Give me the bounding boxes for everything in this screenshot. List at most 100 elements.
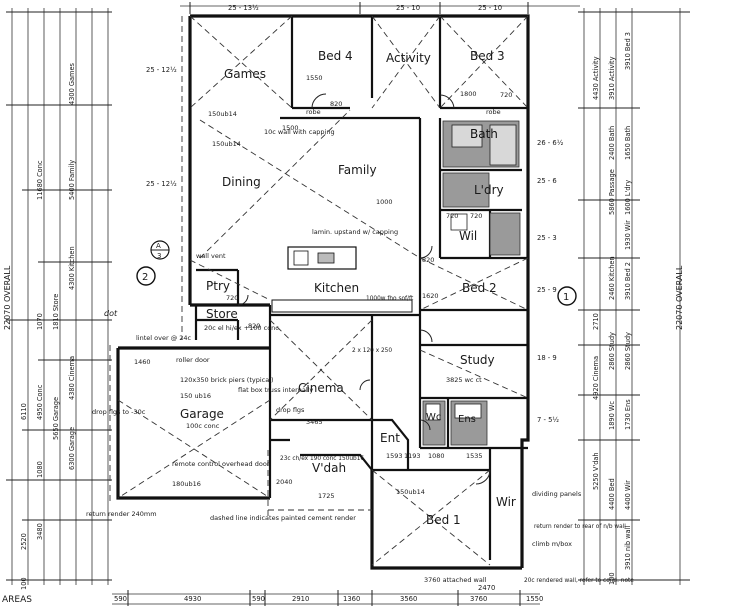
right-dim-1: 3910 Bed 3: [624, 32, 632, 70]
top-dim-0: 25 - 13½: [228, 4, 259, 12]
note-mwave: 1000w fho sof/ft: [366, 296, 414, 302]
right-dim-7: 1930 Wir: [624, 220, 632, 250]
room-activity: Activity: [386, 51, 431, 65]
room-study: Study: [460, 353, 495, 367]
note-wall-vent: wall vent: [196, 252, 226, 260]
misc-dim-17: 2040: [276, 478, 293, 486]
right-dim-18: 4400 Wir: [624, 480, 632, 510]
right-level-3: 25 - 9: [537, 286, 557, 294]
left-level-0: 25 - 12½: [146, 66, 177, 74]
right-dim-6: 1600 L'dry: [624, 180, 632, 215]
areas-label: AREAS: [2, 595, 32, 605]
left-dim-2: 5400 Family: [68, 160, 76, 200]
note-climb-box: climb m/box: [532, 540, 572, 548]
room-bed1: Bed 1: [426, 513, 461, 527]
room-cinema: Cinema: [298, 381, 344, 395]
room-wc: Wc: [426, 412, 441, 423]
bottom-dim-5: 3560: [400, 595, 417, 603]
top-dim-1: 25 - 10: [396, 4, 420, 12]
bottom-dim-3: 2910: [292, 595, 309, 603]
misc-dim-15: 1460: [134, 358, 151, 366]
left-dim-4: 1810 Store: [52, 294, 60, 330]
left-dim-14: 100: [20, 577, 28, 590]
bottom-dim-8: 1550: [526, 595, 543, 603]
overall-right-label: 22070 OVERALL: [675, 265, 684, 330]
misc-dim-11: 1593: [386, 452, 403, 460]
left-dim-0: 11680 Conc: [36, 160, 44, 200]
right-level-0: 26 - 6½: [537, 139, 564, 147]
note-flat-box: flat box truss internally: [238, 386, 313, 394]
misc-dim-5: 820: [248, 322, 260, 330]
note-remote: remote control overhead door: [172, 460, 270, 468]
left-dimension-lines: [6, 8, 112, 585]
right-dim-10: 2710: [592, 313, 600, 330]
top-dimension-lines: [180, 2, 580, 14]
note-dashed: dashed line indicates painted cement ren…: [210, 514, 356, 522]
misc-dim-14: 1193: [404, 452, 421, 460]
misc-dim-7: 820: [422, 256, 434, 264]
note-return-render: return render 240mm: [86, 510, 157, 518]
misc-dim-16: 1725: [318, 492, 335, 500]
room-store: Store: [206, 307, 238, 321]
right-level-2: 25 - 3: [537, 234, 557, 242]
room-bed2: Bed 2: [462, 281, 497, 295]
note-robe-bed4: robe: [306, 108, 321, 116]
grid-marker-1: 1: [557, 286, 577, 306]
misc-dim-12: 1080: [428, 452, 445, 460]
room-wil: Wil: [459, 229, 477, 243]
right-dim-12: 2860 Study: [624, 332, 632, 370]
section-a-number: 3: [157, 252, 161, 260]
room-games: Games: [224, 67, 266, 81]
misc-dim-3: 1500: [282, 124, 299, 132]
kitchen-bench: [271, 246, 413, 313]
internal-walls: [194, 16, 528, 560]
right-dim-17: 4400 Bed: [608, 478, 616, 510]
right-dim-8: 2460 Kitchen: [608, 256, 616, 300]
right-dim-2: 3910 Activity: [608, 56, 616, 100]
wet-area-tiling: [422, 120, 521, 446]
right-dim-19: 3910 nib wall: [624, 526, 632, 570]
note-study: 3825 wc ct: [446, 376, 482, 384]
note-conc: 100c conc: [186, 422, 220, 430]
note-robe-bed3: robe: [486, 108, 501, 116]
room-ent: Ent: [380, 431, 400, 445]
right-dim-0: 4430 Activity: [592, 56, 600, 100]
room-bath: Bath: [470, 127, 498, 141]
note-attached-wall: 3760 attached wall: [424, 576, 487, 584]
note-brick-piers: 120x350 brick piers (typical): [180, 376, 274, 384]
left-dim-5: 1070: [36, 313, 44, 330]
author-mark: dot: [104, 309, 118, 318]
grid-marker-2: 2: [136, 266, 156, 286]
misc-dim-13: 1535: [466, 452, 483, 460]
bottom-dim-0: 590: [114, 595, 127, 603]
note-laminate: lamin. upstand w/ capping: [312, 228, 398, 236]
room-bed3: Bed 3: [470, 49, 505, 63]
bottom-dim-4: 1360: [343, 595, 360, 603]
section-a-letter: A: [156, 242, 161, 250]
note-ent: 2 x 120 x 250: [352, 348, 392, 354]
bottom-dim-1: 4930: [184, 595, 201, 603]
right-level-4: 18 - 9: [537, 354, 557, 362]
right-dim-9: 3910 Bed 2: [624, 262, 632, 300]
right-level-5: 7 - 5½: [537, 416, 559, 424]
bottom-dim-7: 3760: [470, 595, 487, 603]
left-dim-1: 4300 Games: [68, 62, 76, 105]
note-cap-wall: 10c wall with capping: [264, 128, 335, 136]
note-lintel: lintel over @ 24c: [136, 334, 192, 342]
right-dim-4: 1650 Bath: [624, 126, 632, 160]
right-dim-3: 2400 Bath: [608, 126, 616, 160]
left-dim-12: 2520: [20, 533, 28, 550]
overall-left-label: 22070 OVERALL: [3, 265, 12, 330]
room-bed4: Bed 4: [318, 49, 353, 63]
right-dim-20: 100: [608, 572, 616, 585]
room-wir: Wir: [496, 495, 516, 509]
svg-text:2: 2: [142, 272, 148, 283]
misc-dim-2: 1000: [376, 198, 393, 206]
room-ptry: Ptry: [206, 279, 230, 293]
note-garage-beam2: 180ub16: [172, 480, 201, 488]
room-vdah: V'dah: [312, 461, 346, 475]
note-roller-door: roller door: [176, 356, 210, 364]
section-marker-a: A 3: [150, 240, 170, 260]
note-dividing: dividing panels: [532, 490, 582, 498]
